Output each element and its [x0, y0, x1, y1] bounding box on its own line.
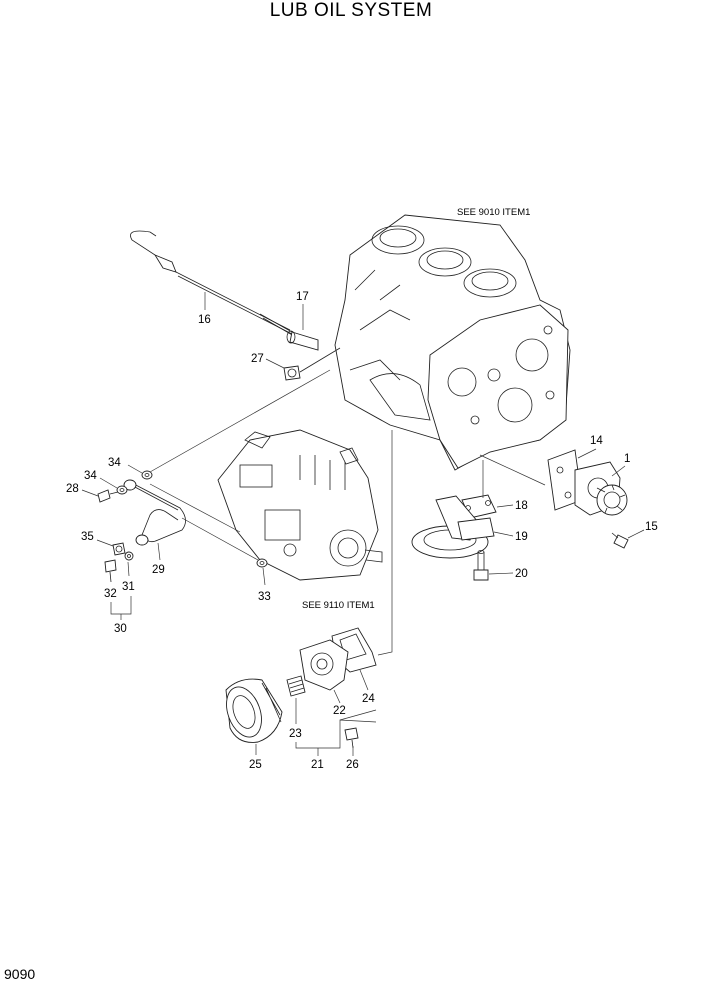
callout-28: 28 [66, 483, 79, 495]
callout-32: 32 [104, 588, 117, 600]
bolt-28 [97, 489, 119, 503]
callout-25: 25 [249, 759, 262, 771]
block-reference-label: SEE 9010 ITEM1 [457, 207, 530, 218]
washer-33 [256, 558, 268, 568]
pump-reference-label: SEE 9110 ITEM1 [302, 600, 375, 611]
callout-34-lower: 34 [84, 470, 97, 482]
callout-16: 16 [198, 314, 211, 326]
page-code: 9090 [4, 966, 36, 982]
bolt-15 [611, 532, 629, 549]
callout-15: 15 [645, 521, 658, 533]
filter-nipple [286, 675, 306, 697]
oil-filter [225, 678, 283, 743]
dipstick-guide-tube [286, 330, 319, 351]
callout-1: 1 [624, 453, 630, 465]
injection-pump [217, 429, 383, 581]
bolt-35 [112, 542, 126, 556]
dipstick [130, 230, 295, 337]
callout-27: 27 [251, 353, 264, 365]
callout-31: 31 [122, 581, 135, 593]
cylinder-block [334, 214, 571, 471]
callout-24: 24 [362, 693, 375, 705]
callout-30: 30 [114, 623, 127, 635]
callout-23: 23 [289, 728, 302, 740]
bolt-32 [104, 559, 117, 583]
callout-22: 22 [333, 705, 346, 717]
callout-35: 35 [81, 531, 94, 543]
bolt-20 [473, 550, 489, 581]
callout-18: 18 [515, 500, 528, 512]
callout-21: 21 [311, 759, 324, 771]
callout-20: 20 [515, 568, 528, 580]
oil-pipe [123, 479, 186, 546]
callout-33: 33 [258, 591, 271, 603]
oil-strainer [411, 495, 495, 559]
callout-19: 19 [515, 531, 528, 543]
callout-34-upper: 34 [108, 457, 121, 469]
page-title: LUB OIL SYSTEM [269, 0, 433, 21]
oil-pump [574, 461, 628, 516]
callout-26: 26 [346, 759, 359, 771]
washer-34-upper [141, 470, 153, 480]
washer-31 [124, 551, 134, 561]
callout-17: 17 [296, 291, 309, 303]
callout-14: 14 [590, 435, 603, 447]
washer-34-lower [116, 485, 128, 495]
oil-filter-housing [299, 639, 349, 691]
callout-29: 29 [152, 564, 165, 576]
oil-pressure-switch [283, 347, 341, 381]
bolt-26 [344, 727, 359, 749]
